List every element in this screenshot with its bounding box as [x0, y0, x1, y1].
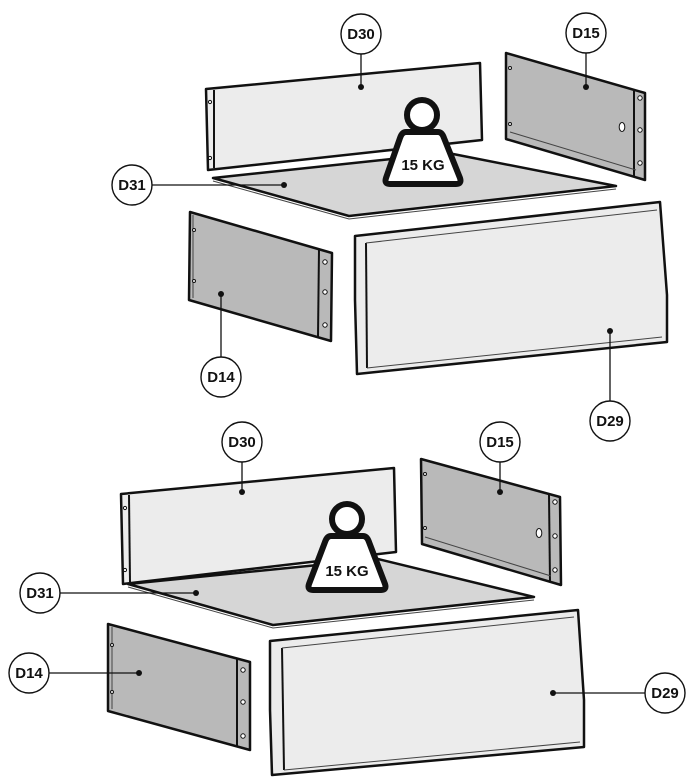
callout-left-side-bottom: D14	[8, 652, 142, 694]
callout-label-front-top: D29	[596, 413, 624, 430]
callout-front-bottom: D29	[550, 672, 686, 714]
callout-label-bottom-bottom: D31	[26, 585, 54, 602]
callout-label-bottom-top: D31	[118, 177, 146, 194]
weight-label-bottom: 15 KG	[325, 563, 368, 580]
front-panel-top	[353, 200, 669, 376]
weight-icon-top: 15 KG	[382, 97, 464, 187]
right-side-panel-top	[504, 51, 647, 182]
right-side-panel-bottom	[419, 457, 563, 587]
left-side-panel-bottom	[106, 622, 252, 752]
callout-label-back-top: D30	[347, 26, 375, 43]
callout-bottom-top: D31	[111, 164, 287, 206]
callout-back-top: D30	[340, 13, 382, 90]
front-panel-bottom	[268, 608, 586, 777]
weight-label-top: 15 KG	[401, 157, 444, 174]
callout-right-side-bottom: D15	[479, 421, 521, 495]
callout-back-bottom: D30	[221, 421, 263, 495]
callout-label-left-side-top: D14	[207, 369, 235, 386]
assembly-bottom: 15 KG D30 D15 D31 D14	[8, 421, 686, 777]
weight-icon-bottom: 15 KG	[305, 501, 389, 593]
callout-bottom-bottom: D31	[19, 572, 199, 614]
left-side-panel-top	[187, 210, 334, 343]
assembly-top: 15 KG D30 D15 D31 D14	[111, 12, 669, 442]
callout-left-side-top: D14	[200, 291, 242, 398]
callout-label-left-side-bottom: D14	[15, 665, 43, 682]
callout-label-right-side-top: D15	[572, 25, 600, 42]
callout-right-side-top: D15	[565, 12, 607, 90]
callout-label-right-side-bottom: D15	[486, 434, 514, 451]
callout-label-front-bottom: D29	[651, 685, 679, 702]
callout-label-back-bottom: D30	[228, 434, 256, 451]
callout-front-top: D29	[589, 328, 631, 442]
